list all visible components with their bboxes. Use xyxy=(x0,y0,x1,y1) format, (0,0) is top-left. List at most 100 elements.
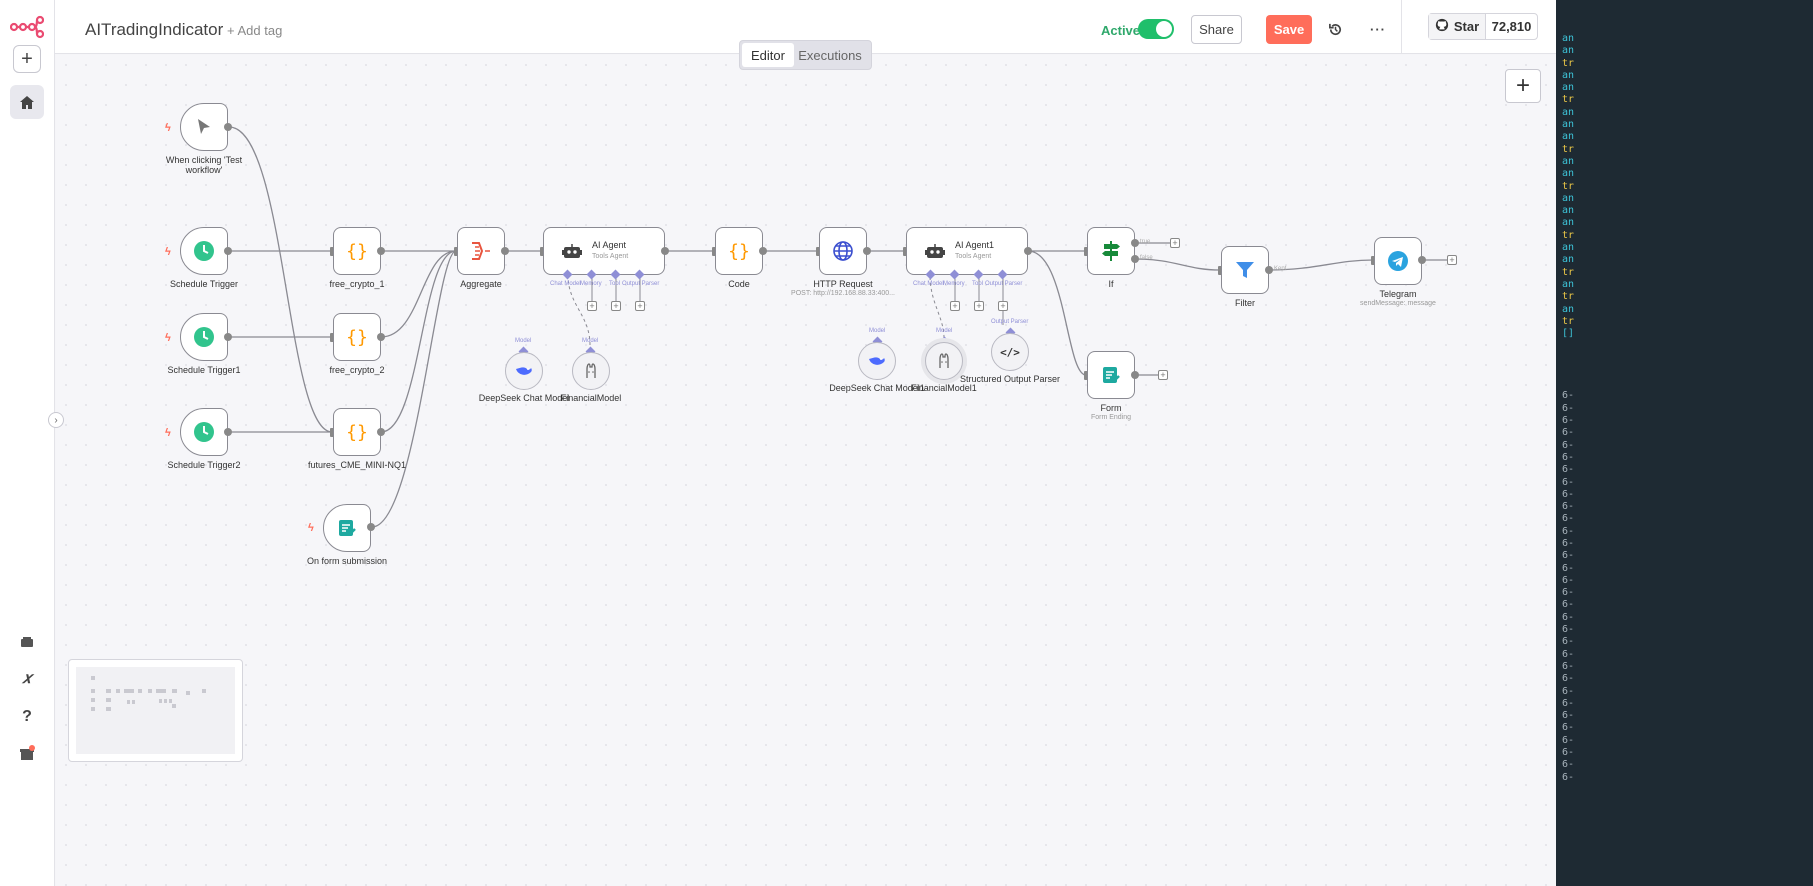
output-port[interactable] xyxy=(1024,247,1032,255)
more-options-button[interactable]: ··· xyxy=(1370,22,1386,37)
node-http-request[interactable] xyxy=(819,227,867,275)
home-icon[interactable] xyxy=(10,85,44,119)
terminal-line: 6- xyxy=(1562,710,1575,722)
output-port[interactable] xyxy=(661,247,669,255)
deepseek-whale-icon xyxy=(516,367,532,375)
node-ai-agent1[interactable]: AI Agent1 Tools Agent xyxy=(906,227,1028,275)
node-form[interactable] xyxy=(1087,351,1135,399)
node-structured-output-parser[interactable]: </> xyxy=(991,333,1029,371)
edge-futures-aggregate xyxy=(380,250,457,433)
add-node-button[interactable]: + xyxy=(1447,255,1457,265)
add-memory-button[interactable]: + xyxy=(950,301,960,311)
edge-agent1-form xyxy=(1027,250,1087,376)
node-label: Code xyxy=(728,279,750,289)
node-manual-trigger[interactable] xyxy=(180,103,228,151)
node-financial-model[interactable] xyxy=(572,352,610,390)
node-futures[interactable]: {} xyxy=(333,408,381,456)
input-port[interactable] xyxy=(1371,256,1375,265)
node-financial-model1[interactable] xyxy=(925,342,963,380)
workflow-canvas[interactable]: ϟ When clicking 'Test workflow' ϟ Schedu… xyxy=(48,55,1556,886)
whats-new-gift-icon[interactable] xyxy=(10,736,44,770)
node-schedule-trigger[interactable] xyxy=(180,227,228,275)
input-port[interactable] xyxy=(903,247,907,256)
output-port[interactable] xyxy=(377,333,385,341)
input-port[interactable] xyxy=(1084,371,1088,380)
active-toggle[interactable] xyxy=(1138,19,1174,39)
expand-sidebar-chevron-icon[interactable]: › xyxy=(48,412,64,428)
output-port[interactable] xyxy=(377,247,385,255)
minimap-node xyxy=(106,698,111,702)
false-branch-label: false xyxy=(1140,255,1153,261)
n8n-logo-icon[interactable] xyxy=(10,8,44,42)
terminal-line: an xyxy=(1562,119,1575,131)
node-telegram[interactable] xyxy=(1374,237,1422,285)
output-port[interactable] xyxy=(863,247,871,255)
terminal-line: an xyxy=(1562,303,1575,315)
output-port[interactable] xyxy=(1418,256,1426,264)
add-tag-button[interactable]: + Add tag xyxy=(227,23,283,38)
input-port[interactable] xyxy=(330,333,334,342)
add-memory-button[interactable]: + xyxy=(587,301,597,311)
input-port[interactable] xyxy=(330,247,334,256)
node-schedule-trigger1[interactable] xyxy=(180,313,228,361)
input-port[interactable] xyxy=(1218,266,1222,275)
workflow-name[interactable]: AITradingIndicator xyxy=(85,20,224,39)
node-free-crypto-1[interactable]: {} xyxy=(333,227,381,275)
add-node-button[interactable]: + xyxy=(1158,370,1168,380)
add-node-button[interactable]: + xyxy=(1170,238,1180,248)
node-code[interactable]: {} xyxy=(715,227,763,275)
add-node-panel-button[interactable]: + xyxy=(1505,69,1541,103)
output-port[interactable] xyxy=(1131,371,1139,379)
share-button[interactable]: Share xyxy=(1191,15,1242,44)
output-port[interactable] xyxy=(224,428,232,436)
node-ai-agent[interactable]: AI Agent Tools Agent xyxy=(543,227,665,275)
add-tool-button[interactable]: + xyxy=(974,301,984,311)
clock-icon xyxy=(194,241,214,261)
node-free-crypto-2[interactable]: {} xyxy=(333,313,381,361)
terminal-line: tr xyxy=(1562,180,1575,192)
output-port[interactable] xyxy=(501,247,509,255)
input-port[interactable] xyxy=(454,247,458,256)
minimap-node xyxy=(172,689,177,693)
add-output-parser-button[interactable]: + xyxy=(635,301,645,311)
save-button[interactable]: Save xyxy=(1266,15,1312,44)
tab-executions[interactable]: Executions xyxy=(798,47,862,63)
github-star-button[interactable]: Star xyxy=(1429,14,1486,39)
node-text: AI Agent Tools Agent xyxy=(592,240,628,262)
input-port[interactable] xyxy=(816,247,820,256)
output-port[interactable] xyxy=(367,523,375,531)
node-schedule-trigger2[interactable] xyxy=(180,408,228,456)
history-icon[interactable] xyxy=(1323,15,1347,44)
help-icon[interactable]: ? xyxy=(22,708,32,725)
clock-icon xyxy=(194,327,214,347)
node-filter[interactable] xyxy=(1221,246,1269,294)
minimap[interactable] xyxy=(68,659,243,762)
output-port[interactable] xyxy=(224,123,232,131)
output-port[interactable] xyxy=(759,247,767,255)
add-workflow-button[interactable]: + xyxy=(13,45,41,73)
terminal-line: an xyxy=(1562,131,1575,143)
input-port[interactable] xyxy=(330,428,334,437)
output-port[interactable] xyxy=(377,428,385,436)
input-port[interactable] xyxy=(712,247,716,256)
variables-icon[interactable]: 𝑥 xyxy=(22,670,32,687)
add-tool-button[interactable]: + xyxy=(611,301,621,311)
minimap-node xyxy=(116,689,120,693)
node-if[interactable] xyxy=(1087,227,1135,275)
node-aggregate[interactable] xyxy=(457,227,505,275)
github-star-widget[interactable]: Star 72,810 xyxy=(1428,13,1538,40)
node-deepseek-chat-model[interactable] xyxy=(505,352,543,390)
input-port[interactable] xyxy=(540,247,544,256)
node-deepseek-chat-model1[interactable] xyxy=(858,342,896,380)
output-port[interactable] xyxy=(224,333,232,341)
templates-icon[interactable] xyxy=(10,625,44,659)
terminal-line: 6- xyxy=(1562,476,1575,488)
kept-output-port[interactable] xyxy=(1265,266,1273,274)
false-output-port[interactable] xyxy=(1131,255,1139,263)
add-output-parser-button[interactable]: + xyxy=(998,301,1008,311)
input-port[interactable] xyxy=(1084,247,1088,256)
node-form-trigger[interactable] xyxy=(323,504,371,552)
output-port[interactable] xyxy=(224,247,232,255)
true-output-port[interactable] xyxy=(1131,239,1139,247)
tab-editor[interactable]: Editor xyxy=(742,43,794,67)
